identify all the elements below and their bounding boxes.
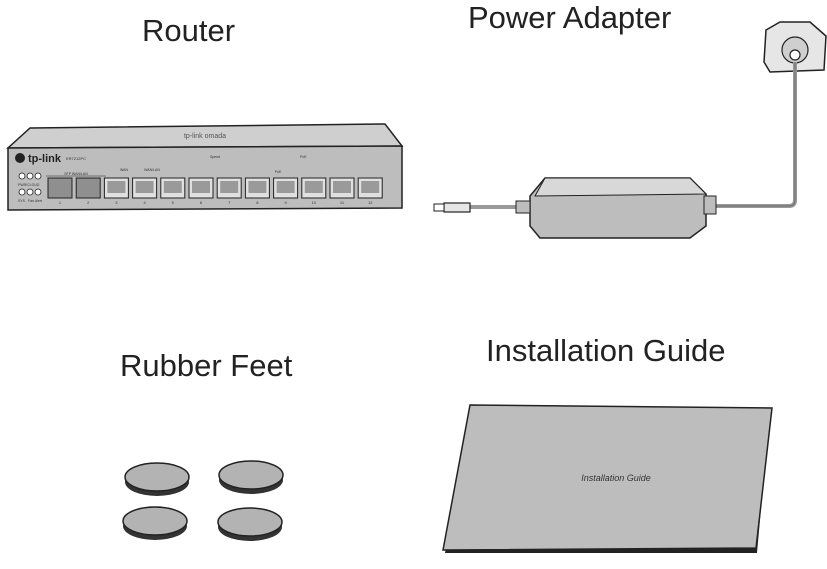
wanlan-group-label: WAN/LAN	[144, 168, 160, 172]
sfp-port	[47, 177, 73, 199]
port-socket	[107, 181, 126, 193]
rubber-feet-illustration	[122, 460, 284, 541]
rubber-foot	[217, 507, 283, 541]
wan-group-label: WAN	[120, 168, 129, 172]
guide-cover	[442, 404, 773, 551]
router-led-group: PWR/CLOUD SYS Fan Alert	[18, 172, 42, 203]
speed-legend: Speed	[210, 155, 220, 159]
installation-guide-illustration: Installation Guide	[442, 404, 773, 553]
port-number-label: 12	[368, 200, 373, 205]
port-socket	[333, 181, 351, 193]
sfp-group-label: SFP WAN/LAN	[64, 172, 88, 176]
port-number-label: 5	[172, 200, 175, 205]
tp-link-logo-icon	[15, 153, 25, 163]
sfp-port	[75, 177, 101, 199]
rubber-foot	[122, 506, 188, 540]
port-number-label: 10	[312, 200, 317, 205]
rubber-feet-title: Rubber Feet	[120, 348, 293, 383]
router-model: ER7212PC	[66, 156, 86, 161]
led-label-pwr: PWR/CLOUD	[18, 183, 40, 187]
port-number-label: 7	[228, 200, 231, 205]
port-number-label: 11	[340, 200, 345, 205]
port-number-label: 2	[87, 200, 90, 205]
port-socket	[163, 181, 182, 193]
poe-legend: PoE	[300, 155, 307, 159]
rubber-foot	[124, 462, 190, 496]
router-brand: tp-link	[28, 153, 62, 165]
port-number-label: 4	[143, 200, 146, 205]
power-adapter-title: Power Adapter	[468, 0, 672, 35]
port-number-label: 9	[284, 200, 287, 205]
port-socket	[276, 181, 295, 193]
guide-cover-text: Installation Guide	[581, 473, 651, 483]
port-number-label: 8	[256, 200, 259, 205]
router-title: Router	[142, 13, 236, 48]
port-socket	[192, 181, 210, 193]
port-socket	[135, 181, 154, 193]
port-socket	[248, 181, 267, 193]
poe-group-label: PoE	[275, 170, 282, 174]
power-adapter-illustration	[433, 21, 827, 239]
dc-connector	[443, 202, 471, 213]
port-number-label: 6	[200, 200, 203, 205]
led-label-fan: Fan Alert	[28, 199, 42, 203]
router-illustration: tp-link omada tp-link ER7212PC PWR/CLOUD…	[6, 123, 404, 211]
led-label-sys: SYS	[18, 199, 26, 203]
port-socket	[220, 181, 239, 193]
port-socket	[304, 181, 323, 193]
rubber-foot	[218, 460, 284, 494]
port-number-label: 1	[59, 200, 62, 205]
router-top-logo: tp-link omada	[184, 133, 226, 140]
port-socket	[361, 181, 380, 193]
port-number-label: 3	[115, 200, 118, 205]
installation-guide-title: Installation Guide	[486, 333, 726, 368]
